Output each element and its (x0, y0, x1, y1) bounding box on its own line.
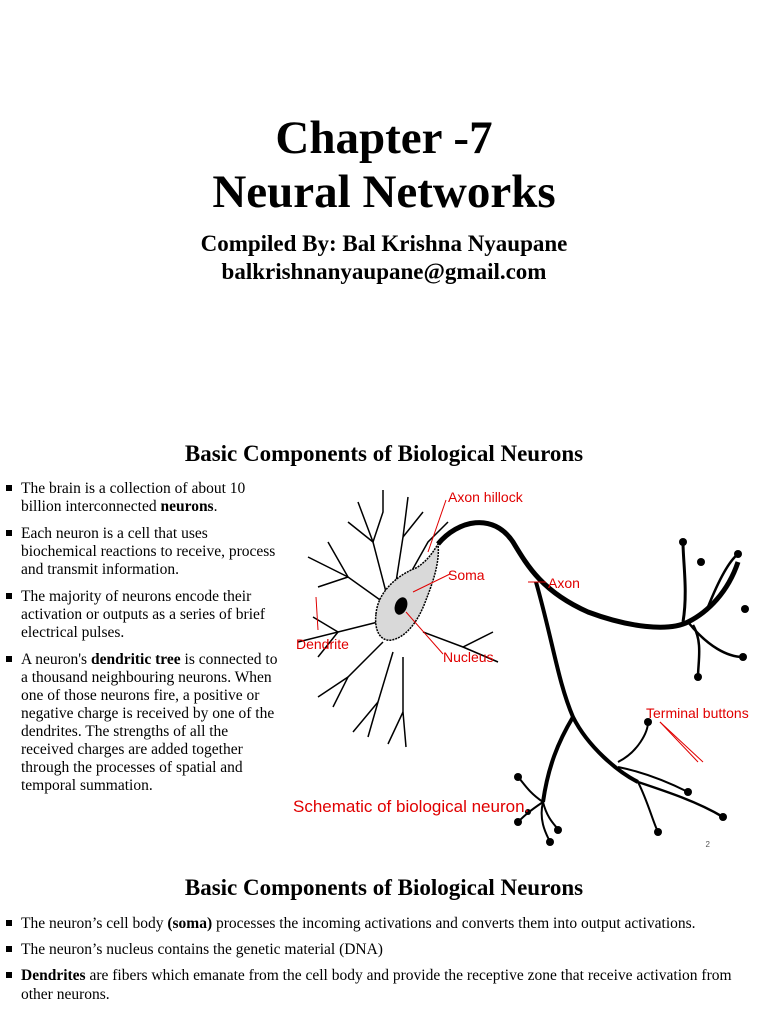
bullet-square-icon (6, 946, 12, 952)
soma-shape (374, 541, 440, 641)
bullet-square-icon (6, 530, 12, 536)
bullet-item: The brain is a collection of about 10 bi… (6, 480, 280, 516)
bullet-item: Dendrites are fibers which emanate from … (6, 966, 746, 1004)
bullet-square-icon (6, 972, 12, 978)
author-line: Compiled By: Bal Krishna Nyaupane (200, 231, 568, 256)
axon-hillock-label: Axon hillock (448, 489, 524, 505)
diagram-caption: Schematic of biological neuron. (293, 797, 529, 816)
soma-label: Soma (448, 567, 485, 583)
bullet-square-icon (6, 656, 12, 662)
bullet-item: Each neuron is a cell that uses biochemi… (6, 525, 280, 579)
nucleus-label: Nucleus (443, 649, 494, 665)
neuron-components-slide-2: Basic Components of Biological Neurons T… (0, 868, 768, 1024)
neuron-components-slide: Basic Components of Biological Neurons T… (0, 430, 768, 860)
slide-heading: Basic Components of Biological Neurons (184, 441, 584, 466)
axon-label: Axon (548, 575, 580, 591)
author-email: balkrishnanyaupane@gmail.com (221, 259, 547, 284)
bullet-item: The neuron’s cell body (soma) processes … (6, 914, 746, 933)
label-pointers (315, 499, 704, 763)
terminal-buttons-label: Terminal buttons (646, 705, 749, 721)
bullet-square-icon (6, 920, 12, 926)
bullet-item: The neuron’s nucleus contains the geneti… (6, 940, 746, 959)
dendrite-label: Dendrite (296, 636, 349, 652)
bullet-item: The majority of neurons encode their act… (6, 588, 280, 642)
bullet-square-icon (6, 485, 12, 491)
title-slide: Chapter -7 Neural Networks Compiled By: … (0, 0, 768, 420)
terminal-buttons (514, 538, 749, 846)
bullet-square-icon (6, 593, 12, 599)
bullet-item: A neuron's dendritic tree is connected t… (6, 651, 280, 795)
neuron-diagram: Axon hillock Soma Axon Dendrite Nucleus … (293, 489, 749, 846)
chapter-title: Neural Networks (212, 166, 556, 218)
nucleus-shape (394, 597, 408, 615)
bullet-list: The neuron’s cell body (soma) processes … (6, 914, 746, 1011)
axon (436, 520, 744, 843)
bullet-list: The brain is a collection of about 10 bi… (6, 480, 280, 804)
chapter-number: Chapter -7 (275, 112, 493, 164)
dendrites (297, 490, 499, 748)
slide-heading: Basic Components of Biological Neurons (184, 875, 584, 900)
page-number: 2 (705, 840, 710, 849)
